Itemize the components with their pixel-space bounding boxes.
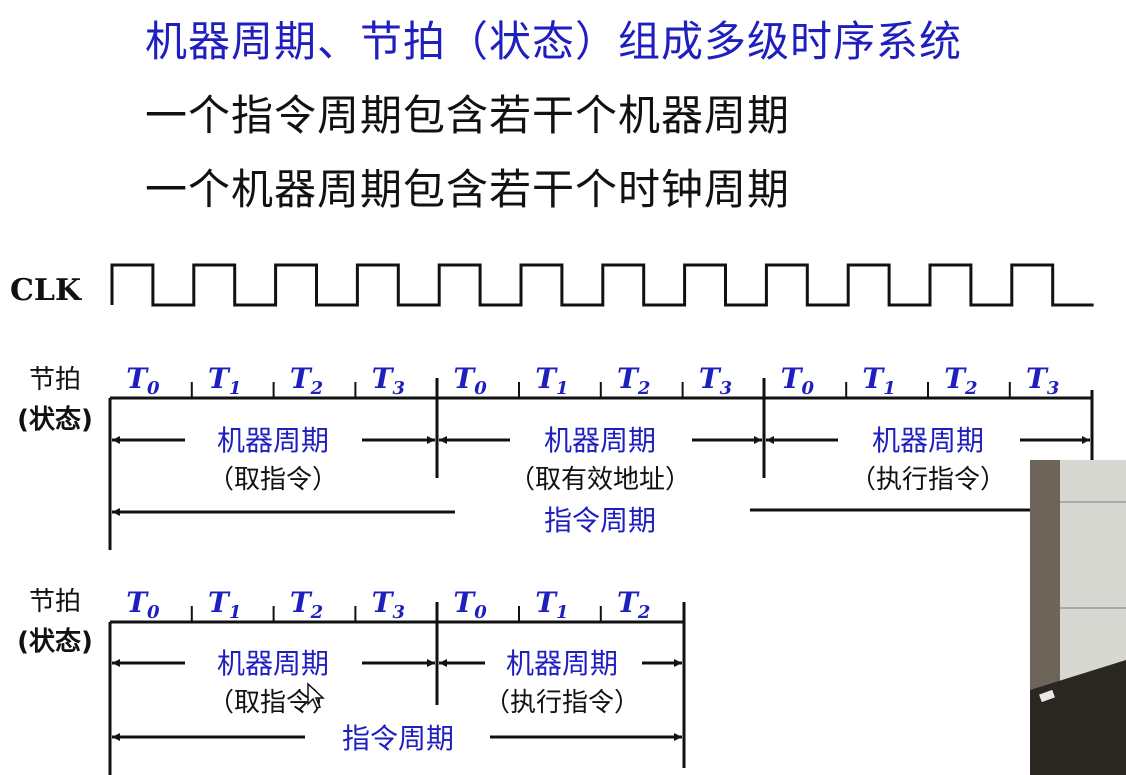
clock-waveform — [110, 263, 1094, 307]
webcam-overlay — [1030, 460, 1126, 775]
instruction-cycle-label: 指令周期 — [342, 722, 454, 755]
state-label: (状态) — [17, 404, 93, 435]
beat-tick-label: T1 — [862, 362, 895, 399]
beat-tick-label: T2 — [290, 362, 323, 399]
beat-tick-label: T3 — [1026, 362, 1059, 399]
beat-tick-label: T1 — [208, 586, 241, 623]
beat-tick-label: T2 — [617, 362, 650, 399]
machine-cycle-label: 机器周期 — [506, 647, 618, 680]
beat-tick-label: T2 — [617, 586, 650, 623]
machine-cycle-label: 机器周期 — [217, 647, 329, 680]
beat-tick-label: T3 — [372, 586, 405, 623]
machine-cycle-sub: （取指令） — [208, 465, 338, 495]
beat-tick-label: T2 — [290, 586, 323, 623]
machine-cycle-sub: （取有效地址） — [509, 465, 691, 495]
instruction-cycle-label: 指令周期 — [544, 504, 656, 537]
statement-line-1: 一个指令周期包含若干个机器周期 — [145, 91, 791, 140]
webcam-table — [1030, 660, 1126, 775]
machine-cycle-sub: （执行指令） — [850, 465, 1006, 495]
slide-title: 机器周期、节拍（状态）组成多级时序系统 — [145, 17, 963, 66]
beat-tick-label: T3 — [699, 362, 732, 399]
beat-tick-label: T1 — [535, 362, 568, 399]
statement-line-2: 一个机器周期包含若干个时钟周期 — [145, 165, 791, 214]
mouse-cursor-icon — [307, 682, 325, 709]
beat-ticks-2: T0 T1 T2 T3 T0 T1 T2 — [126, 586, 650, 623]
beat-tick-label: T1 — [535, 586, 568, 623]
beat-tick-label: T2 — [944, 362, 977, 399]
beat-tick-label: T3 — [372, 362, 405, 399]
clk-label: CLK — [10, 273, 82, 308]
beat-tick-label: T0 — [453, 362, 487, 399]
machine-cycle-label: 机器周期 — [872, 424, 984, 457]
beat-tick-label: T0 — [126, 362, 160, 399]
beat-tick-label: T0 — [126, 586, 160, 623]
webcam-wall — [1060, 460, 1126, 685]
machine-cycle-label: 机器周期 — [544, 424, 656, 457]
beat-tick-label: T1 — [208, 362, 241, 399]
beat-tick-label: T0 — [781, 362, 815, 399]
beat-label: 节拍 — [29, 365, 81, 395]
state-label: (状态) — [17, 626, 93, 657]
machine-cycle-label: 机器周期 — [217, 424, 329, 457]
beat-ticks-1: T0 T1 T2 T3 T0 T1 T2 T3 T0 T1 T2 T3 — [126, 362, 1059, 399]
machine-cycle-sub: （执行指令） — [484, 688, 640, 718]
timing-diagram-1: 节拍 (状态) T0 T1 T2 T3 T0 T1 T2 T3 T0 T1 T2 T3 机器周期 （取… — [17, 362, 1094, 550]
beat-tick-label: T0 — [453, 586, 487, 623]
beat-label: 节拍 — [29, 587, 81, 617]
